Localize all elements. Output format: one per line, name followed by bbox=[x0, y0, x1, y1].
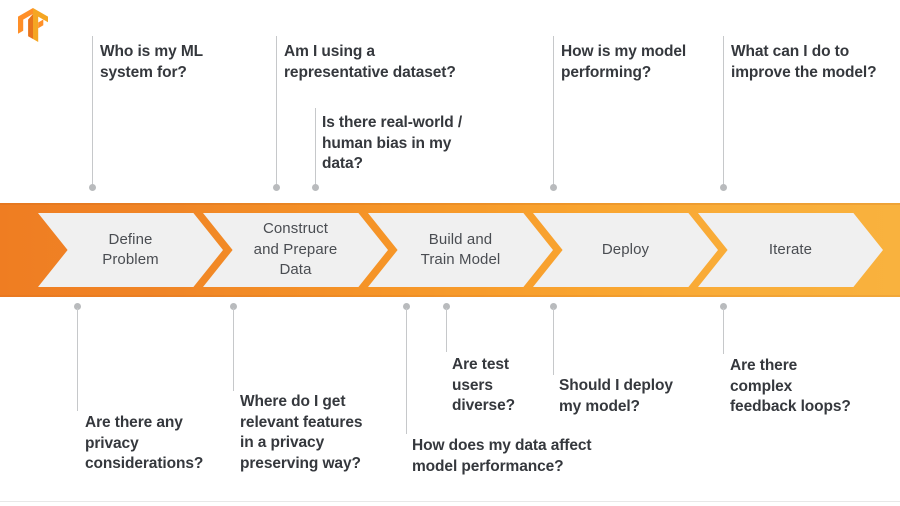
leader-dot-bottom-6 bbox=[720, 303, 727, 310]
leader-dot-top-5 bbox=[720, 184, 727, 191]
stage-deploy[interactable]: Deploy bbox=[533, 213, 718, 287]
leader-line-bottom-4 bbox=[446, 308, 447, 352]
leader-line-bottom-6 bbox=[723, 308, 724, 354]
leader-line-bottom-3 bbox=[406, 308, 407, 434]
leader-dot-bottom-5 bbox=[550, 303, 557, 310]
callout-privacy-considerations: Are there any privacy considerations? bbox=[85, 414, 204, 473]
leader-dot-top-4 bbox=[550, 184, 557, 191]
callout-how-is-my-model-performing: How is my model performing? bbox=[561, 43, 687, 81]
leader-line-top-4 bbox=[553, 36, 554, 186]
callout-should-i-deploy-my-model: Should I deploy my model? bbox=[559, 377, 673, 415]
tensorflow-logo bbox=[18, 8, 48, 42]
leader-dot-top-3 bbox=[312, 184, 319, 191]
callout-who-is-my-ml-system-for: Who is my ML system for? bbox=[100, 43, 203, 81]
callout-are-test-users-diverse: Are test users diverse? bbox=[452, 356, 515, 415]
ml-workflow-band: Define Problem Construct and Prepare Dat… bbox=[0, 203, 900, 297]
callout-complex-feedback-loops: Are there complex feedback loops? bbox=[730, 357, 851, 416]
stage-label-build-train: Build and Train Model bbox=[420, 230, 501, 268]
slide-bottom-rule bbox=[0, 501, 900, 502]
leader-dot-bottom-4 bbox=[443, 303, 450, 310]
leader-line-top-5 bbox=[723, 36, 724, 186]
stage-iterate[interactable]: Iterate bbox=[698, 213, 883, 287]
leader-line-top-2 bbox=[276, 36, 277, 186]
leader-dot-bottom-1 bbox=[74, 303, 81, 310]
stage-define-problem[interactable]: Define Problem bbox=[38, 213, 223, 287]
stage-label-iterate: Iterate bbox=[768, 240, 813, 258]
stage-construct-prepare[interactable]: Construct and Prepare Data bbox=[203, 213, 388, 287]
stage-label-define-problem: Define Problem bbox=[102, 230, 159, 268]
callout-real-world-human-bias: Is there real-world / human bias in my d… bbox=[322, 114, 463, 173]
leader-dot-bottom-2 bbox=[230, 303, 237, 310]
leader-dot-top-2 bbox=[273, 184, 280, 191]
stage-label-deploy: Deploy bbox=[601, 240, 650, 258]
leader-dot-bottom-3 bbox=[403, 303, 410, 310]
leader-line-top-3 bbox=[315, 108, 316, 186]
callout-representative-dataset: Am I using a representative dataset? bbox=[284, 43, 456, 81]
leader-line-bottom-5 bbox=[553, 308, 554, 375]
callout-relevant-features-privacy: Where do I get relevant features in a pr… bbox=[240, 393, 363, 472]
leader-line-top-1 bbox=[92, 36, 93, 186]
leader-dot-top-1 bbox=[89, 184, 96, 191]
leader-line-bottom-1 bbox=[77, 308, 78, 411]
callout-improve-the-model: What can I do to improve the model? bbox=[731, 43, 877, 81]
stage-build-train[interactable]: Build and Train Model bbox=[368, 213, 553, 287]
leader-line-bottom-2 bbox=[233, 308, 234, 391]
callout-data-affect-model-performance: How does my data affect model performanc… bbox=[412, 437, 592, 475]
stage-label-construct-prepare: Construct and Prepare Data bbox=[253, 220, 338, 279]
